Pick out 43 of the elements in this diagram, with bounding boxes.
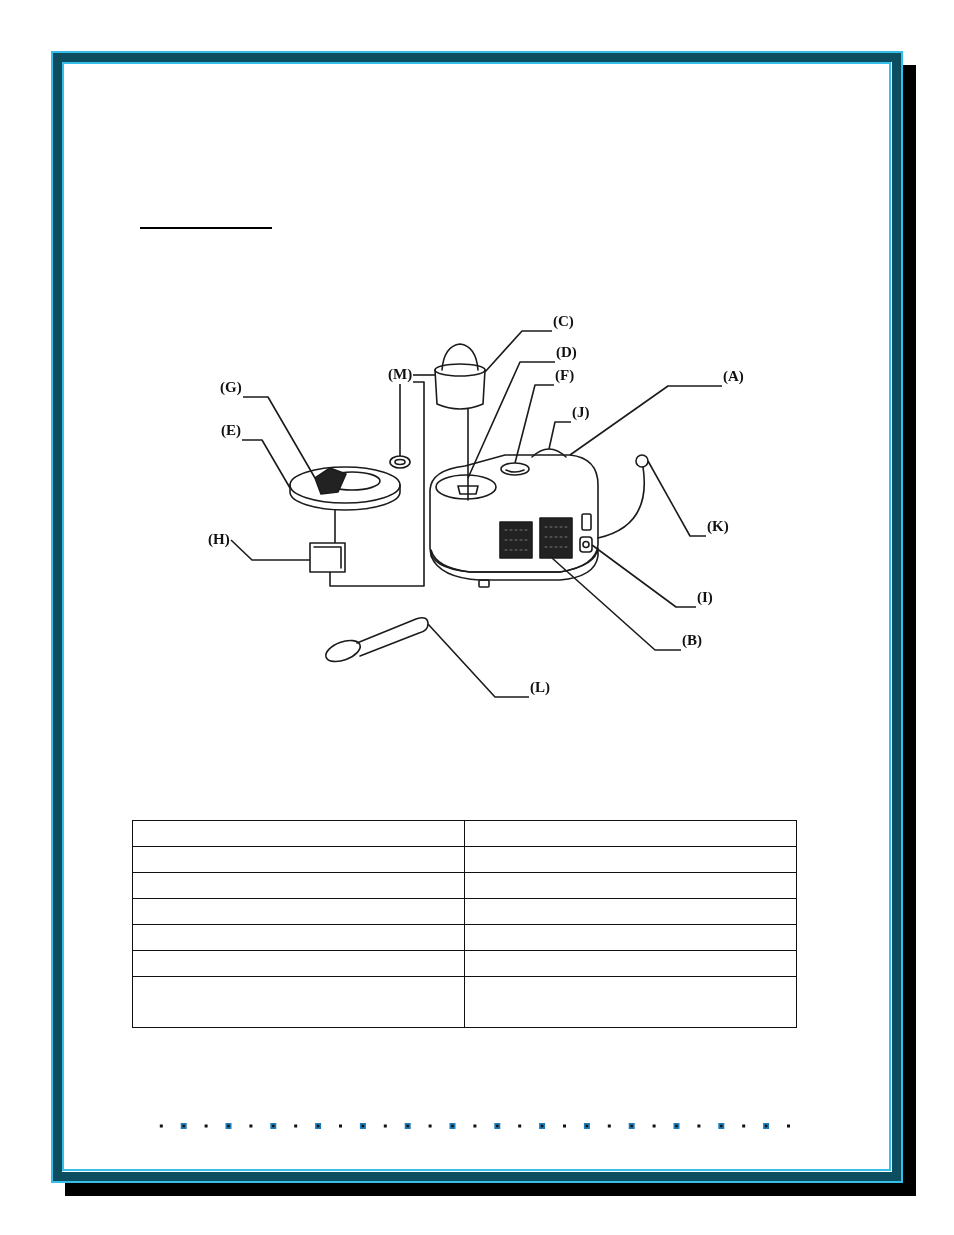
leader-line (548, 421, 572, 450)
lid (289, 466, 401, 511)
callout-letter: (M) (387, 366, 414, 384)
callout-letter: (B) (681, 632, 703, 650)
callout-letter: (I) (696, 589, 714, 607)
assembly-line (334, 509, 336, 544)
callout-letter: (K) (706, 518, 730, 536)
callout-letter: (L) (529, 679, 551, 697)
small-container (309, 542, 346, 573)
leader-line (551, 557, 682, 651)
top-recess (500, 462, 530, 476)
callout-letter: (H) (207, 531, 231, 549)
top-ridge (531, 448, 567, 458)
callout-letter: (J) (571, 404, 591, 422)
callout-letter: (C) (552, 313, 575, 331)
callout-letter: (D) (555, 344, 578, 362)
power-cord (597, 454, 649, 539)
leader-line (514, 384, 555, 464)
callout-letter: (F) (554, 367, 576, 385)
leader-line (399, 383, 401, 457)
oval-clip (389, 455, 411, 469)
callout-letter: (G) (219, 379, 243, 397)
leader-line (467, 361, 556, 479)
canister (434, 343, 486, 410)
callout-letter: (E) (220, 422, 242, 440)
leader-line (569, 385, 723, 456)
power-switch (579, 536, 593, 553)
leader-line (484, 330, 553, 373)
leader-line (230, 539, 311, 561)
vent-panel (499, 517, 573, 559)
callout-letter: (A) (722, 368, 745, 386)
lid-knob (314, 467, 347, 495)
leader-line (241, 439, 291, 489)
leader-line (412, 374, 436, 376)
assembly-line (467, 408, 469, 479)
leader-line (329, 381, 425, 587)
leader-line (242, 396, 316, 479)
leader-line (427, 623, 530, 698)
leader-line (591, 544, 697, 608)
spoon (325, 617, 429, 663)
dasher-paddle (457, 477, 479, 501)
machine-housing (429, 454, 599, 588)
leader-line (647, 460, 707, 537)
